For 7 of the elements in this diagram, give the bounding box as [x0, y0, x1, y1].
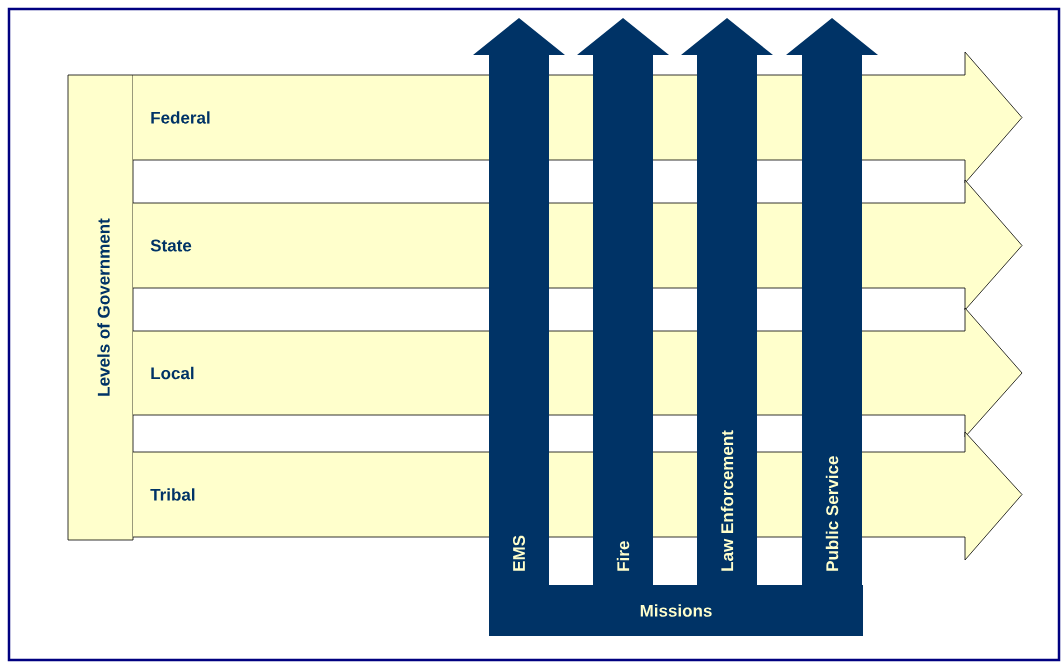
node-label: Missions — [640, 604, 712, 617]
node-label: Tribal — [150, 488, 195, 501]
node-label: Federal — [151, 111, 210, 124]
node-label: State — [150, 239, 192, 252]
base-bar: Missions — [489, 585, 863, 636]
vertical-band: Levels of Government — [67, 74, 134, 541]
node-label: Local — [151, 366, 194, 380]
